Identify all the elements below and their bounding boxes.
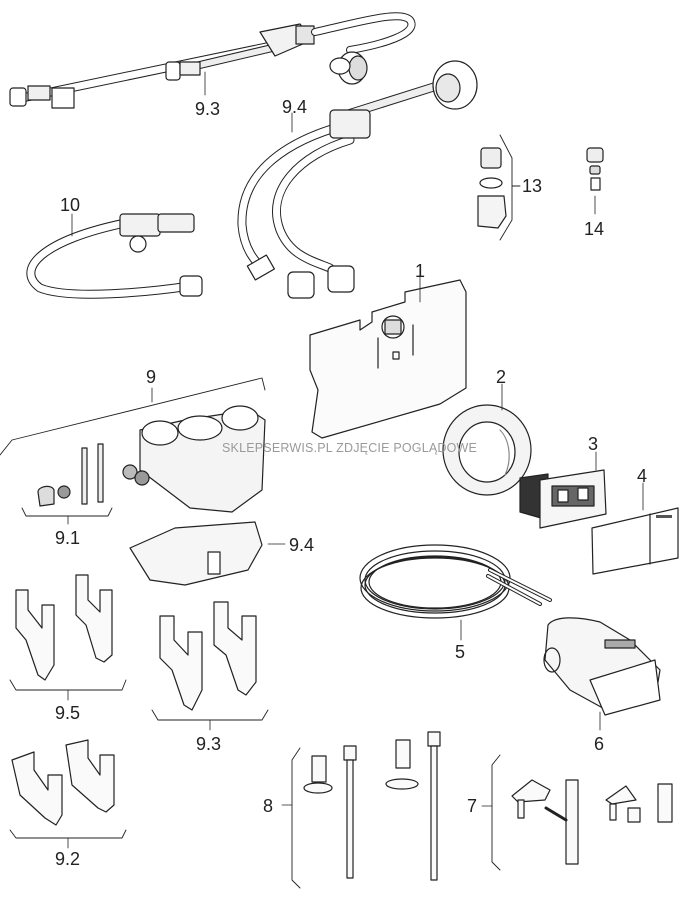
callout-9-5: 9.5 (55, 703, 81, 723)
hose-10 (26, 213, 203, 299)
cable-coil-5 (359, 544, 552, 641)
screw-fitting-14 (586, 147, 604, 215)
callout-1: 1 (415, 261, 426, 281)
callout-7: 7 (467, 796, 478, 816)
connector-box-6 (543, 617, 661, 731)
hose-12 (237, 60, 478, 299)
fitting-set-13 (477, 134, 521, 241)
callout-9-1: 9.1 (55, 528, 81, 548)
bracket-pair-9-5 (9, 574, 127, 701)
callout-4: 4 (637, 466, 648, 486)
callout-8: 8 (263, 796, 274, 816)
callout-2: 2 (496, 367, 507, 387)
callout-14: 14 (584, 219, 605, 239)
callout-11: 9.3 (195, 99, 221, 119)
bracket-pair-9-2 (9, 739, 127, 849)
callout-9-2: 9.2 (55, 849, 81, 869)
lever-set-8 (281, 731, 441, 889)
callout-10: 10 (60, 195, 81, 215)
lever-set-7 (481, 754, 673, 871)
callout-12: 9.4 (282, 97, 308, 117)
callout-6: 6 (594, 734, 605, 754)
actuator-cover-plate-4 (591, 482, 679, 575)
trim-ring-2 (442, 383, 532, 496)
mounting-plate-1 (309, 267, 467, 439)
watermark-text: SKLEPSERWIS.PL ZDJĘCIE POGLĄDOWE (222, 441, 478, 455)
callout-13: 13 (522, 176, 543, 196)
callout-9-4: 9.4 (289, 535, 315, 555)
callout-9: 9 (146, 367, 157, 387)
valve-block-9 (0, 377, 266, 513)
callout-3: 3 (588, 434, 599, 454)
bracket-pair-9-3 (151, 601, 269, 731)
hose-11 (9, 12, 416, 109)
actuator-module-3 (519, 451, 607, 529)
valve-frame-9-4 (129, 521, 286, 586)
callout-5: 5 (455, 642, 466, 662)
valve-accessories-9-1 (21, 443, 113, 525)
callout-9-3: 9.3 (196, 734, 222, 754)
